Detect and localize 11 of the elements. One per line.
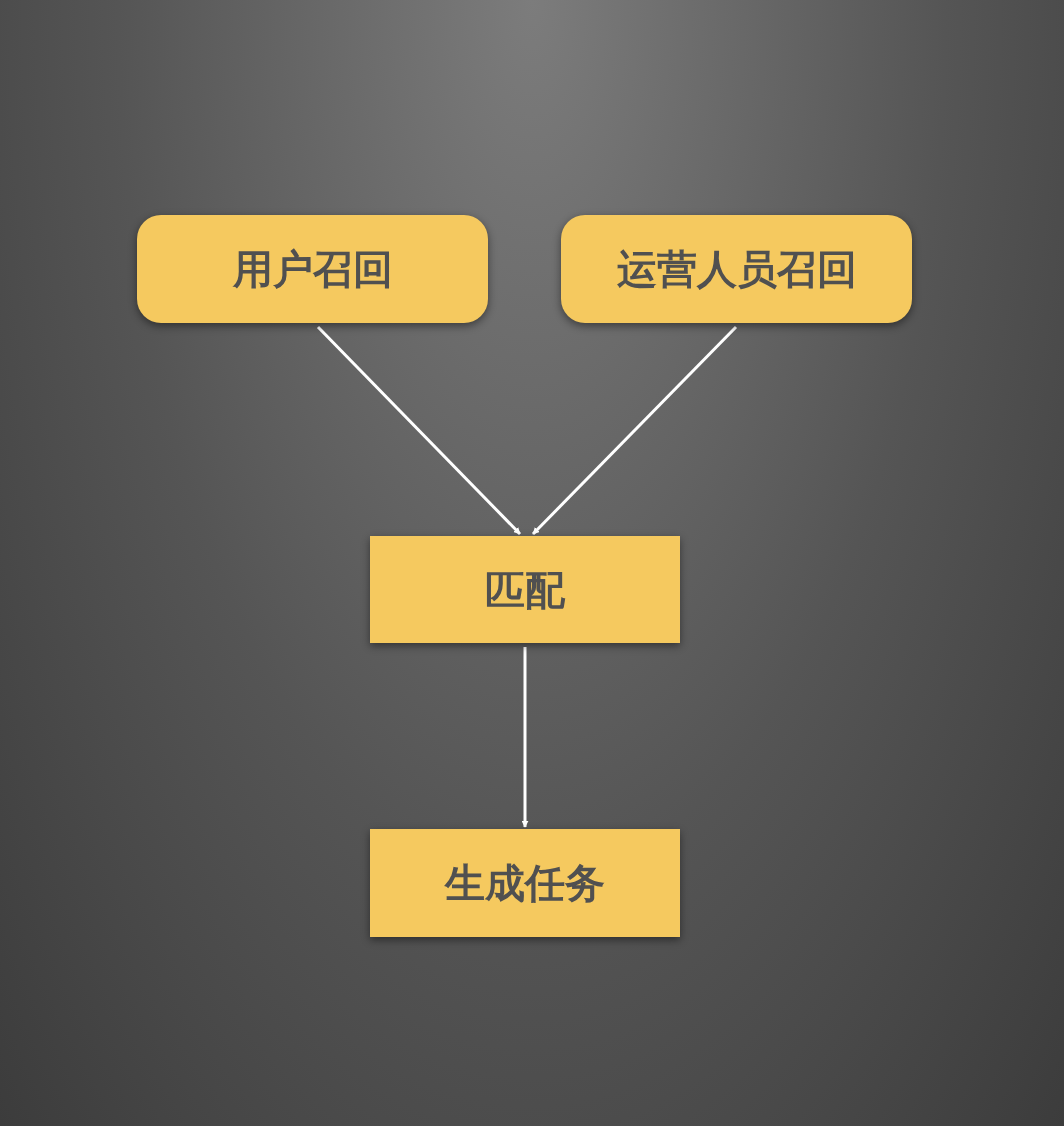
box-label: 运营人员召回: [616, 245, 857, 294]
box-label: 生成任务: [445, 859, 605, 908]
arrow: [316, 325, 522, 536]
box-label: 匹配: [485, 565, 565, 615]
process-box: [137, 215, 488, 323]
process-box: [561, 215, 912, 323]
process-box: [370, 536, 680, 643]
arrow: [521, 647, 529, 828]
process-box: [370, 829, 680, 937]
box-label: 用户召回: [232, 245, 393, 294]
arrow: [531, 325, 738, 536]
